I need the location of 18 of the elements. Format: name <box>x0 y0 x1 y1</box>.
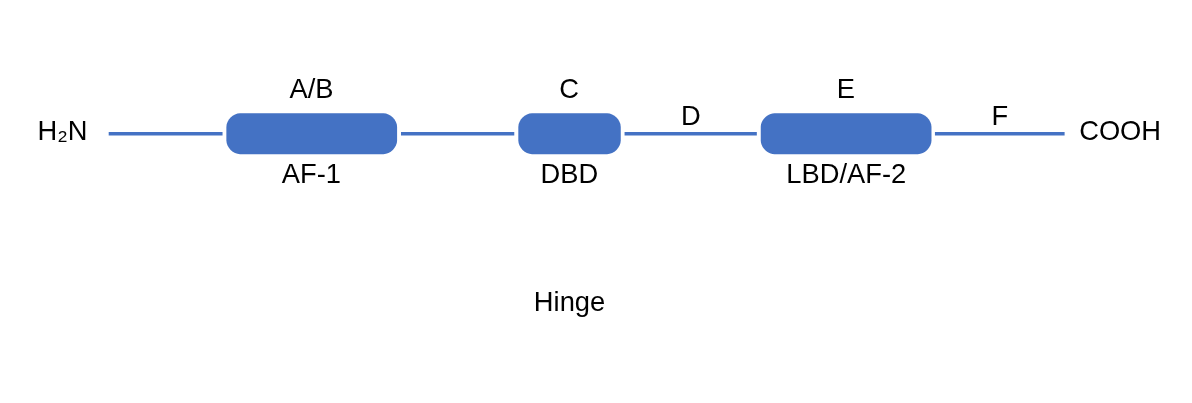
node-label: E <box>836 72 855 104</box>
connector <box>401 131 515 135</box>
node-label: C <box>559 72 580 104</box>
node-box <box>518 112 621 154</box>
connector <box>934 131 1065 135</box>
node-label: A/B <box>289 72 334 104</box>
node-label: DBD <box>540 157 599 189</box>
label: Hinge <box>533 285 606 317</box>
node-box <box>226 112 398 154</box>
connector <box>108 131 223 135</box>
node-text: H₂N <box>37 114 88 146</box>
node-label: LBD/AF-2 <box>786 157 907 189</box>
node-text: COOH <box>1079 114 1162 146</box>
node-label: AF-1 <box>281 157 342 189</box>
edge-label: F <box>991 99 1009 131</box>
node-box <box>760 112 932 154</box>
edge-label: D <box>680 99 701 131</box>
connector <box>624 131 757 135</box>
